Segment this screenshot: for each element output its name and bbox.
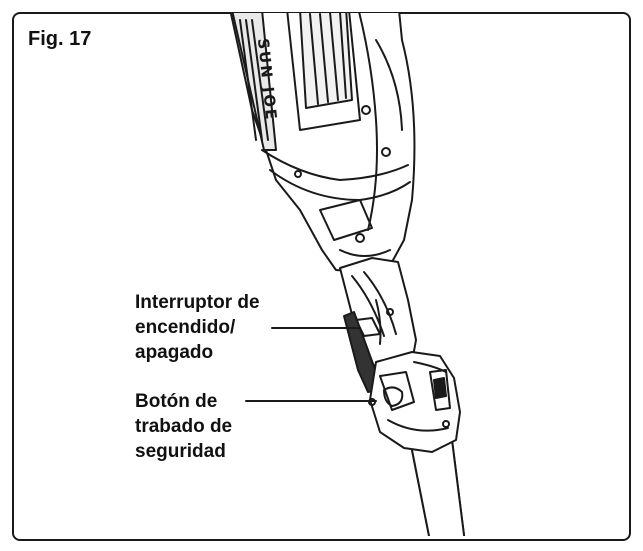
callout-line: apagado [135,342,214,363]
callout-line: trabado de [135,416,233,437]
shaft [409,439,467,536]
callout-line: encendido/ [135,317,236,338]
callout-line: Interruptor de [135,292,260,313]
callout-line: Botón de [135,391,218,412]
battery-housing [227,13,416,273]
lower-housing [368,351,461,453]
callout-safety-lock: Botón de trabado de seguridad [135,389,232,464]
figure-title: Fig. 17 [28,28,92,50]
callout-line: seguridad [135,441,226,462]
callout-power-switch: Interruptor de encendido/ apagado [135,290,260,365]
